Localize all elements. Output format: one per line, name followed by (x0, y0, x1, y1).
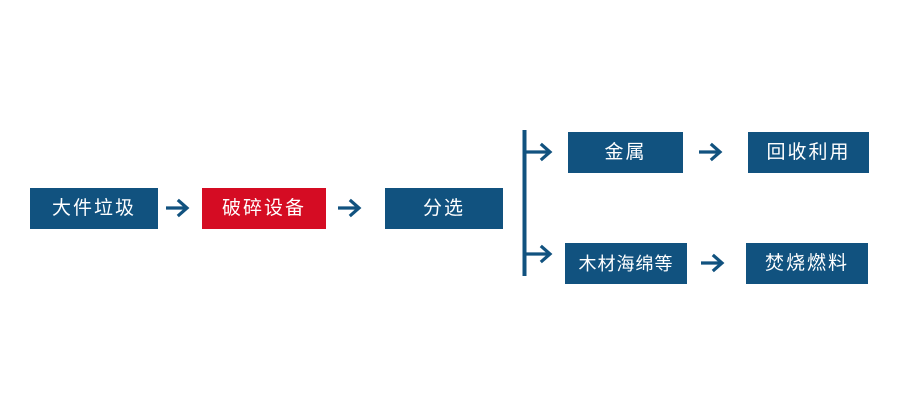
node-incineration-fuel-label: 焚烧燃料 (764, 253, 849, 274)
arrow-right-icon-waste-to-crusher (166, 196, 194, 220)
node-sorting[interactable]: 分选 (385, 188, 503, 229)
split-bracket-connector (521, 128, 565, 278)
node-recycling-reuse[interactable]: 回收利用 (748, 132, 869, 173)
node-metal-label: 金属 (604, 142, 647, 163)
node-wood-sponge-etc-label: 木材海绵等 (578, 253, 674, 274)
arrow-right-icon-wood-to-incineration (701, 251, 729, 275)
node-bulky-waste[interactable]: 大件垃圾 (30, 188, 158, 229)
node-wood-sponge-etc[interactable]: 木材海绵等 (565, 243, 687, 284)
node-crushing-equipment-label: 破碎设备 (221, 198, 306, 219)
arrow-right-icon-crusher-to-sorting (338, 196, 366, 220)
node-recycling-reuse-label: 回收利用 (766, 142, 851, 163)
node-crushing-equipment[interactable]: 破碎设备 (202, 188, 326, 229)
node-incineration-fuel[interactable]: 焚烧燃料 (746, 243, 868, 284)
node-metal[interactable]: 金属 (568, 132, 683, 173)
node-sorting-label: 分选 (422, 198, 465, 219)
arrow-right-icon-metal-to-recycling (699, 140, 727, 164)
node-bulky-waste-label: 大件垃圾 (51, 198, 136, 219)
